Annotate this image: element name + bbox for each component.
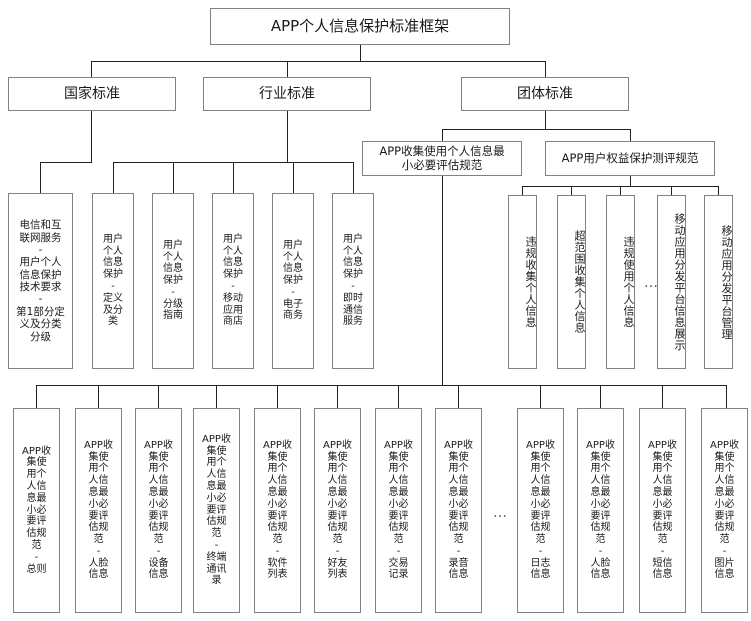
node-min-necessary-spec-label: APP收集使用个人信息最 小必要评估规范 — [379, 143, 505, 172]
ellipsis-rights-eval: … — [644, 275, 660, 291]
leaf-user-pi-instant-messaging-label: 用户 个人 信息 保护 - 即时 通信 服务 — [343, 233, 363, 328]
connector-bottom-bus — [36, 385, 726, 386]
leaf-distribution-platform-display[interactable]: 移动应用分发平台信息展示 — [657, 195, 686, 369]
bottom-leaf-software-list[interactable]: APP收 集使 用个 人信 息最 小必 要评 估规 范 - 软件 列表 — [254, 408, 301, 613]
bottom-leaf-transaction-record[interactable]: APP收 集使 用个 人信 息最 小必 要评 估规 范 - 交易 记录 — [375, 408, 422, 613]
node-national-standard-label: 国家标准 — [64, 85, 120, 102]
bottom-leaf-audio-info-label: APP收 集使 用个 人信 息最 小必 要评 估规 范 - 录音 信息 — [444, 439, 473, 581]
connector-group-child-minnec — [442, 129, 443, 141]
leaf-illegal-collection[interactable]: 违规收集个人信息 — [508, 195, 537, 369]
connector-bottom-drop-2 — [98, 385, 99, 408]
connector-bottom-drop-8 — [458, 385, 459, 408]
connector-bottom-drop-11 — [662, 385, 663, 408]
connector-national-stem — [91, 111, 92, 162]
connector-rights-child-2 — [571, 186, 572, 195]
connector-bottom-drop-4 — [216, 385, 217, 408]
node-rights-eval-spec[interactable]: APP用户权益保护测评规范 — [545, 141, 715, 176]
bottom-leaf-transaction-record-label: APP收 集使 用个 人信 息最 小必 要评 估规 范 - 交易 记录 — [384, 439, 413, 581]
connector-bottom-drop-7 — [398, 385, 399, 408]
bottom-leaf-contacts-label: APP收 集使 用个 人信 息最 小必 要评 估规 范 - 终端 通讯 录 — [202, 433, 231, 587]
leaf-user-pi-ecommerce-label: 用户 个人 信息 保护 - 电子 商务 — [283, 239, 303, 322]
connector-industry-child-4 — [293, 162, 294, 193]
bottom-leaf-log-info-label: APP收 集使 用个 人信 息最 小必 要评 估规 范 - 日志 信息 — [526, 439, 555, 581]
leaf-excessive-collection[interactable]: 超范围收集个人信息 — [557, 195, 586, 369]
connector-industry-stem — [287, 111, 288, 162]
connector-group-stem — [545, 111, 546, 129]
leaf-distribution-platform-management[interactable]: 移动应用分发平台管理 — [704, 195, 733, 369]
node-rights-eval-spec-label: APP用户权益保护测评规范 — [561, 150, 699, 165]
connector-bottom-drop-1 — [36, 385, 37, 408]
connector-rights-stem — [630, 176, 631, 186]
leaf-user-pi-grading-guide[interactable]: 用户 个人 信息 保护 - 分级 指南 — [152, 193, 194, 369]
leaf-distribution-platform-management-label: 移动应用分发平台管理 — [720, 224, 733, 340]
bottom-leaf-image-info[interactable]: APP收 集使 用个 人信 息最 小必 要评 估规 范 - 图片 信息 — [701, 408, 748, 613]
connector-rights-child-3 — [620, 186, 621, 195]
connector-industry-child-2 — [173, 162, 174, 193]
connector-to-group — [545, 61, 546, 77]
connector-rights-child-1 — [522, 186, 523, 195]
bottom-leaf-face-info-label: APP收 集使 用个 人信 息最 小必 要评 估规 范 - 人脸 信息 — [84, 439, 113, 581]
connector-bottom-drop-6 — [337, 385, 338, 408]
bottom-leaf-image-info-label: APP收 集使 用个 人信 息最 小必 要评 估规 范 - 图片 信息 — [710, 439, 739, 581]
connector-national-child — [40, 162, 41, 193]
node-industry-standard[interactable]: 行业标准 — [203, 77, 371, 111]
bottom-leaf-friend-list-label: APP收 集使 用个 人信 息最 小必 要评 估规 范 - 好友 列表 — [323, 439, 352, 581]
leaf-telecom-internet-service-label: 电信和互 联网服务 - 用户个人 信息保护 技术要求 - 第1部分定 义及分类 … — [16, 219, 65, 343]
node-root[interactable]: APP个人信息保护标准框架 — [210, 8, 510, 45]
bottom-leaf-software-list-label: APP收 集使 用个 人信 息最 小必 要评 估规 范 - 软件 列表 — [263, 439, 292, 581]
bottom-leaf-device-info[interactable]: APP收 集使 用个 人信 息最 小必 要评 估规 范 - 设备 信息 — [135, 408, 182, 613]
leaf-excessive-collection-label: 超范围收集个人信息 — [573, 230, 586, 334]
ellipsis-bottom-row: … — [493, 505, 509, 521]
bottom-leaf-log-info[interactable]: APP收 集使 用个 人信 息最 小必 要评 估规 范 - 日志 信息 — [517, 408, 564, 613]
bottom-leaf-audio-info[interactable]: APP收 集使 用个 人信 息最 小必 要评 估规 范 - 录音 信息 — [435, 408, 482, 613]
leaf-user-pi-app-store[interactable]: 用户 个人 信息 保护 - 移动 应用 商店 — [212, 193, 254, 369]
leaf-user-pi-instant-messaging[interactable]: 用户 个人 信息 保护 - 即时 通信 服务 — [332, 193, 374, 369]
leaf-user-pi-grading-guide-label: 用户 个人 信息 保护 - 分级 指南 — [163, 239, 183, 322]
bottom-leaf-face-info[interactable]: APP收 集使 用个 人信 息最 小必 要评 估规 范 - 人脸 信息 — [75, 408, 122, 613]
connector-minnec-stem — [442, 176, 443, 385]
bottom-leaf-face-info-2-label: APP收 集使 用个 人信 息最 小必 要评 估规 范 - 人脸 信息 — [586, 439, 615, 581]
connector-bottom-drop-10 — [600, 385, 601, 408]
bottom-leaf-friend-list[interactable]: APP收 集使 用个 人信 息最 小必 要评 估规 范 - 好友 列表 — [314, 408, 361, 613]
node-group-standard-label: 团体标准 — [517, 85, 573, 102]
connector-root-bus — [91, 61, 545, 62]
connector-bottom-drop-5 — [277, 385, 278, 408]
node-industry-standard-label: 行业标准 — [259, 85, 315, 102]
leaf-user-pi-definition-classification[interactable]: 用户 个人 信息 保护 - 定义 及分 类 — [92, 193, 134, 369]
bottom-leaf-contacts[interactable]: APP收 集使 用个 人信 息最 小必 要评 估规 范 - 终端 通讯 录 — [193, 408, 240, 613]
leaf-distribution-platform-display-label: 移动应用分发平台信息展示 — [673, 213, 686, 351]
node-root-label: APP个人信息保护标准框架 — [270, 16, 450, 35]
leaf-user-pi-definition-classification-label: 用户 个人 信息 保护 - 定义 及分 类 — [103, 233, 123, 328]
bottom-leaf-sms-info-label: APP收 集使 用个 人信 息最 小必 要评 估规 范 - 短信 信息 — [648, 439, 677, 581]
bottom-leaf-general-rules-label: APP收 集使 用个 人信 息最 小必 要评 估规 范 - 总则 — [22, 445, 51, 575]
bottom-leaf-general-rules[interactable]: APP收 集使 用个 人信 息最 小必 要评 估规 范 - 总则 — [13, 408, 60, 613]
node-min-necessary-spec[interactable]: APP收集使用个人信息最 小必要评估规范 — [362, 141, 522, 176]
connector-national-bus — [40, 162, 92, 163]
connector-group-child-rights — [630, 129, 631, 141]
leaf-telecom-internet-service[interactable]: 电信和互 联网服务 - 用户个人 信息保护 技术要求 - 第1部分定 义及分类 … — [8, 193, 73, 369]
node-group-standard[interactable]: 团体标准 — [461, 77, 629, 111]
bottom-leaf-sms-info[interactable]: APP收 集使 用个 人信 息最 小必 要评 估规 范 - 短信 信息 — [639, 408, 686, 613]
connector-industry-child-1 — [113, 162, 114, 193]
connector-to-industry — [287, 61, 288, 77]
leaf-user-pi-ecommerce[interactable]: 用户 个人 信息 保护 - 电子 商务 — [272, 193, 314, 369]
connector-industry-child-3 — [233, 162, 234, 193]
leaf-illegal-collection-label: 违规收集个人信息 — [524, 236, 537, 328]
connector-bottom-drop-12 — [726, 385, 727, 408]
leaf-illegal-use[interactable]: 违规使用个人信息 — [606, 195, 635, 369]
connector-bottom-drop-9 — [540, 385, 541, 408]
connector-rights-child-5 — [718, 186, 719, 195]
node-national-standard[interactable]: 国家标准 — [8, 77, 176, 111]
leaf-illegal-use-label: 违规使用个人信息 — [622, 236, 635, 328]
connector-industry-child-5 — [353, 162, 354, 193]
connector-rights-child-4 — [671, 186, 672, 195]
bottom-leaf-device-info-label: APP收 集使 用个 人信 息最 小必 要评 估规 范 - 设备 信息 — [144, 439, 173, 581]
connector-bottom-drop-3 — [158, 385, 159, 408]
leaf-user-pi-app-store-label: 用户 个人 信息 保护 - 移动 应用 商店 — [223, 233, 243, 328]
connector-group-bus — [442, 129, 630, 130]
connector-root-stem — [360, 45, 361, 61]
bottom-leaf-face-info-2[interactable]: APP收 集使 用个 人信 息最 小必 要评 估规 范 - 人脸 信息 — [577, 408, 624, 613]
connector-to-national — [91, 61, 92, 77]
